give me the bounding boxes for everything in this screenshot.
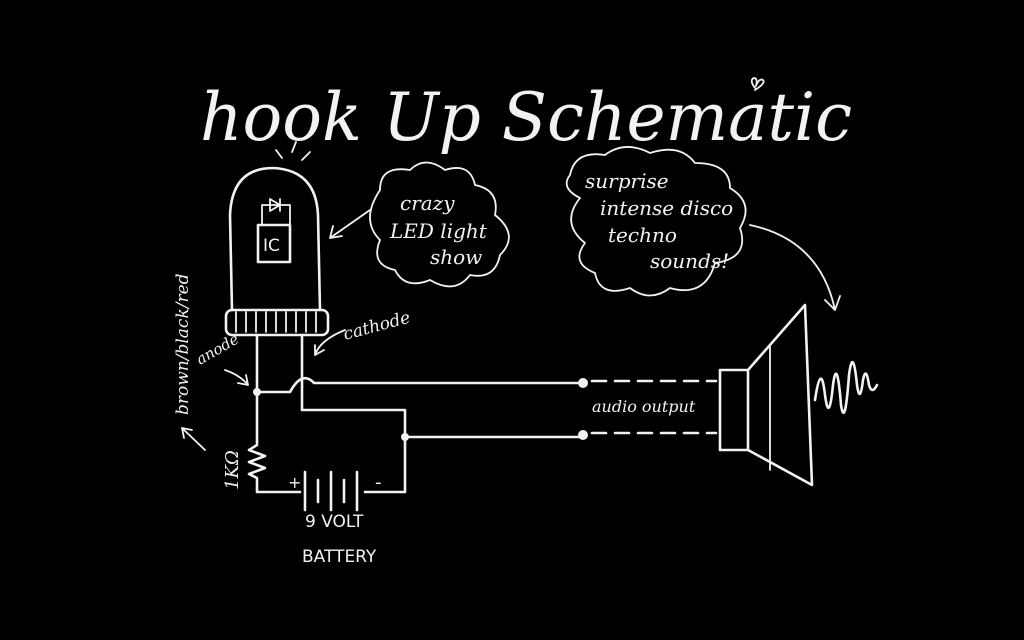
sound-wave-icon [813, 361, 879, 414]
node-dot [401, 433, 409, 441]
led-cloud [369, 161, 510, 288]
led-cloud-text: crazy LED light show [389, 191, 493, 269]
battery-label-2: BATTERY [302, 547, 377, 567]
arrow-icon [181, 427, 206, 451]
led-bulb: IC [224, 141, 330, 337]
battery-label-1: 9 VOLT [305, 512, 364, 532]
node-dot [253, 388, 261, 396]
resistor-value-label: 1KΩ [222, 450, 243, 490]
plus-label: + [288, 473, 301, 492]
arrow-icon [224, 369, 249, 386]
title: hook Up Schematic [200, 79, 852, 156]
arrow-icon [329, 209, 371, 239]
anode-label: anode [193, 330, 242, 369]
dashed-audio-lines [590, 379, 718, 435]
jack-dot [578, 378, 588, 388]
heart-icon [750, 77, 765, 91]
resistor-color-label: brown/black/red [173, 273, 193, 415]
cathode-label: cathode [341, 308, 412, 345]
sounds-cloud-text: surprise intense disco techno sounds! [585, 169, 740, 273]
arrow-icon [314, 329, 346, 356]
jack-dot [578, 430, 588, 440]
minus-label: - [375, 472, 382, 493]
ic-chip [256, 223, 292, 264]
arrow-icon [749, 224, 841, 311]
ic-label: IC [263, 236, 280, 256]
speaker [718, 303, 879, 487]
audio-output-label: audio output [592, 397, 696, 416]
circuit-wires [247, 333, 718, 512]
sounds-cloud [565, 146, 747, 297]
battery-symbol [303, 470, 359, 512]
light-rays-icon [275, 141, 311, 161]
